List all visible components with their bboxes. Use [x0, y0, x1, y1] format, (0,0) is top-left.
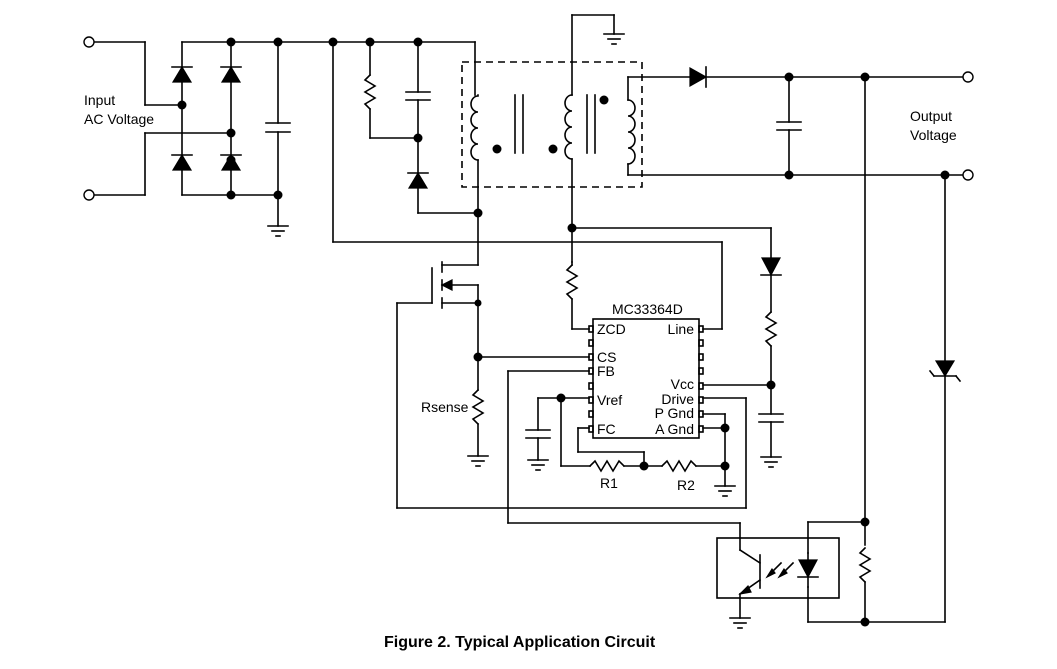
input-label-line1: Input	[84, 92, 115, 108]
transformer-outline	[461, 61, 643, 188]
input-label-line2: AC Voltage	[84, 111, 154, 127]
zcd-resistor	[565, 223, 590, 330]
rsense-label: Rsense	[421, 399, 469, 415]
pin-vcc-label: Vcc	[671, 376, 694, 392]
mosfet	[396, 208, 747, 509]
figure-caption: Figure 2. Typical Application Circuit	[384, 634, 656, 651]
optocoupler	[507, 522, 840, 619]
r2-label: R2	[677, 477, 695, 493]
ground-symbol	[729, 617, 751, 629]
vcc-supply	[571, 227, 784, 468]
ground-symbol	[267, 225, 289, 237]
pin-pgnd-label: P Gnd	[655, 405, 694, 421]
r1-label: R1	[600, 475, 618, 491]
output-label-line2: Voltage	[910, 127, 957, 143]
snubber-network	[328, 37, 479, 214]
rsense-resistor	[467, 388, 489, 467]
bulk-capacitor	[265, 37, 291, 227]
pin-agnd-label: A Gnd	[655, 421, 694, 437]
pin-line-label: Line	[668, 321, 695, 337]
bridge-rectifier	[171, 37, 279, 200]
transformer	[470, 14, 636, 263]
pin-fb-label: FB	[597, 363, 615, 379]
pin-cs-label: CS	[597, 349, 616, 365]
pin-vref-label: Vref	[597, 392, 622, 408]
fb-wiring	[507, 370, 590, 524]
pin-drive-label: Drive	[661, 391, 694, 407]
output-label-line1: Output	[910, 108, 952, 124]
line-sense-wiring	[332, 41, 723, 330]
vref-fc-network	[525, 393, 736, 497]
pin-zcd-label: ZCD	[597, 321, 626, 337]
pin-fc-label: FC	[597, 421, 616, 437]
ic-mc33364d	[588, 318, 704, 439]
input-terminals	[83, 36, 232, 201]
zener-feedback	[807, 76, 962, 627]
ground-symbol	[603, 33, 625, 45]
ic-name-label: MC33364D	[612, 301, 683, 317]
